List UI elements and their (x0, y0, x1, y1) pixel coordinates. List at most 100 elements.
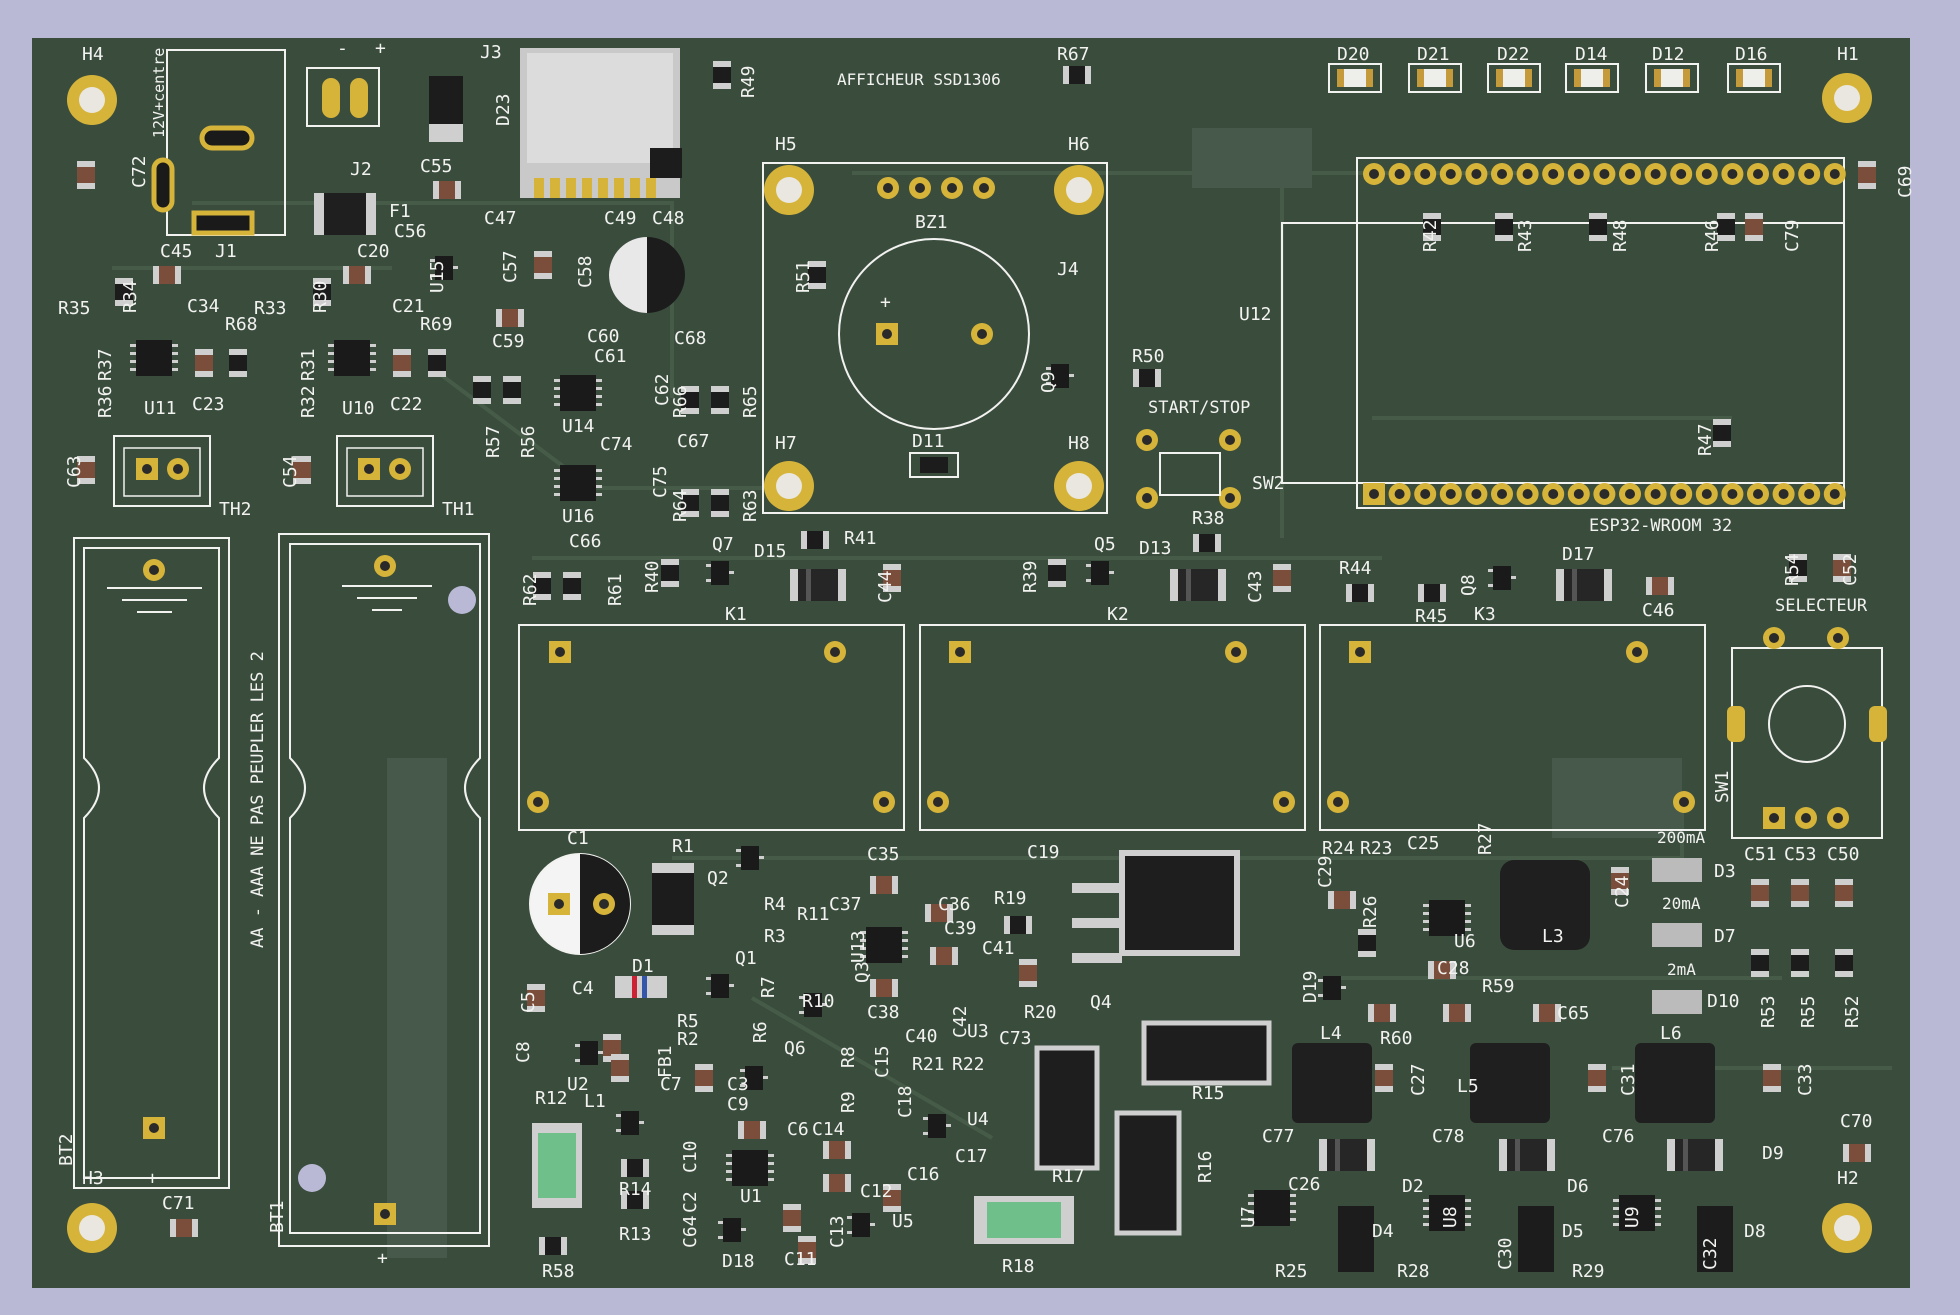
ref-c37: C37 (829, 894, 862, 915)
ref-c26: C26 (1288, 1174, 1321, 1195)
ref-c29: C29 (1315, 855, 1336, 888)
ref-r42: R42 (1420, 219, 1441, 252)
ref-u3: U3 (967, 1021, 989, 1042)
ref-r40: R40 (642, 560, 663, 593)
ref-u10: U10 (342, 398, 375, 419)
ref-r27: R27 (1475, 822, 1496, 855)
ref-j4: J4 (1057, 259, 1079, 280)
ref-c67: C67 (677, 431, 710, 452)
ref-d1: D1 (632, 956, 654, 977)
bz1-plus-label: + (880, 292, 891, 313)
ref-r11: R11 (797, 904, 830, 925)
ref-c24: C24 (1612, 875, 1633, 908)
ref-r68: R68 (225, 314, 258, 335)
ref-r4: R4 (764, 894, 786, 915)
start-stop-label: START/STOP (1148, 398, 1251, 418)
ref-r39: R39 (1020, 560, 1041, 593)
ref-d20: D20 (1337, 44, 1370, 65)
ref-r54: R54 (1782, 553, 1803, 586)
ref-c63: C63 (64, 455, 85, 488)
ref-r26: R26 (1360, 895, 1381, 928)
ref-r66: R66 (670, 385, 691, 418)
ref-r29: R29 (1572, 1261, 1605, 1282)
ref-d13: D13 (1139, 538, 1172, 559)
ref-c58: C58 (575, 255, 596, 288)
ref-r24: R24 (1322, 838, 1355, 859)
ref-q2: Q2 (707, 868, 729, 889)
ref-c11: C11 (784, 1249, 817, 1270)
ref-c8: C8 (513, 1041, 534, 1063)
ref-bz1: BZ1 (915, 212, 948, 233)
ref-c7: C7 (660, 1074, 682, 1095)
ref-d17: D17 (1562, 544, 1595, 565)
battery-note: AA - AAA NE PAS PEUPLER LES 2 (248, 651, 268, 948)
ref-h7: H7 (775, 433, 797, 454)
ref-c72: C72 (129, 155, 150, 188)
j2-minus-label: - (337, 38, 348, 59)
ref-c16: C16 (907, 1164, 940, 1185)
ref-k2: K2 (1107, 604, 1129, 625)
ref-c54: C54 (280, 455, 301, 488)
ref-d21: D21 (1417, 44, 1450, 65)
ref-r69: R69 (420, 314, 453, 335)
ref-h3: H3 (82, 1168, 104, 1189)
ref-c10: C10 (680, 1140, 701, 1173)
ref-u16: U16 (562, 506, 595, 527)
ref-r28: R28 (1397, 1261, 1430, 1282)
ref-c69: C69 (1895, 165, 1916, 198)
ref-r58: R58 (542, 1261, 575, 1282)
ref-c1: C1 (567, 828, 589, 849)
ref-d15: D15 (754, 541, 787, 562)
ref-r60: R60 (1380, 1028, 1413, 1049)
ref-q6: Q6 (784, 1038, 806, 1059)
ref-c39: C39 (944, 918, 977, 939)
ref-r16: R16 (1195, 1150, 1216, 1183)
ref-r5: R5 (677, 1011, 699, 1032)
ref-u15: U15 (427, 260, 448, 293)
ref-d14: D14 (1575, 44, 1608, 65)
ref-c48: C48 (652, 208, 685, 229)
ref-r53: R53 (1758, 995, 1779, 1028)
ref-c6: C6 (787, 1119, 809, 1140)
ref-r55: R55 (1798, 995, 1819, 1028)
ref-r22: R22 (952, 1054, 985, 1075)
ref-r15: R15 (1192, 1083, 1225, 1104)
ref-r41: R41 (844, 528, 877, 549)
ref-c55: C55 (420, 156, 453, 177)
ref-th2: TH2 (219, 499, 252, 520)
ref-r20: R20 (1024, 1002, 1057, 1023)
ref-c43: C43 (1245, 570, 1266, 603)
ref-c60: C60 (587, 326, 620, 347)
ref-q7: Q7 (712, 534, 734, 555)
ref-l1: L1 (584, 1091, 606, 1112)
ref-d7: D7 (1714, 926, 1736, 947)
ref-u1: U1 (740, 1186, 762, 1207)
ref-l5: L5 (1457, 1076, 1479, 1097)
ref-c17: C17 (955, 1146, 988, 1167)
esp32-label: ESP32-WROOM 32 (1589, 516, 1733, 536)
ref-r17: R17 (1052, 1166, 1085, 1187)
ref-r62: R62 (520, 573, 541, 606)
ref-u9: U9 (1622, 1206, 1643, 1228)
ref-r36: R36 (95, 385, 116, 418)
ref-c76: C76 (1602, 1126, 1635, 1147)
ref-d22: D22 (1497, 44, 1530, 65)
ref-d11: D11 (912, 431, 945, 452)
ref-r50: R50 (1132, 346, 1165, 367)
ref-r44: R44 (1339, 558, 1372, 579)
ref-c45: C45 (160, 241, 193, 262)
ref-d23: D23 (493, 93, 514, 126)
ref-q8: Q8 (1458, 574, 1479, 596)
ref-d10: D10 (1707, 991, 1740, 1012)
ref-r25: R25 (1275, 1261, 1308, 1282)
ref-r23: R23 (1360, 838, 1393, 859)
ref-c49: C49 (604, 208, 637, 229)
ref-r46: R46 (1702, 219, 1723, 252)
ref-c12: C12 (860, 1181, 893, 1202)
ref-c44: C44 (875, 570, 896, 603)
ref-r52: R52 (1842, 995, 1863, 1028)
ref-c79: C79 (1782, 219, 1803, 252)
ref-c78: C78 (1432, 1126, 1465, 1147)
ref-c51: C51 (1744, 844, 1777, 865)
ref-d9: D9 (1762, 1143, 1784, 1164)
